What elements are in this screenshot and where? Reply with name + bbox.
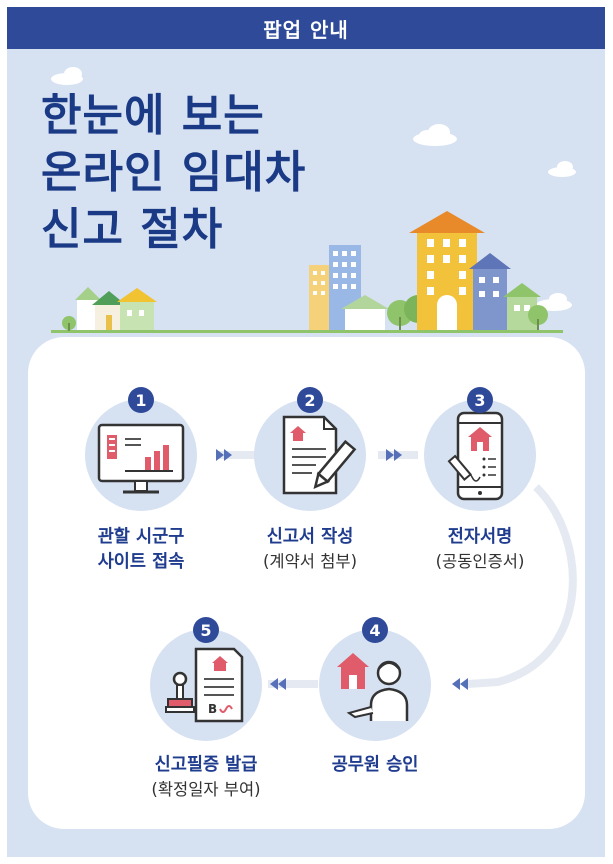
step-5-number: 5	[193, 617, 219, 643]
step-2-label: 신고서 작성	[266, 527, 354, 547]
step-2-circle	[254, 399, 366, 511]
step-3-sublabel: (공동인증서)	[435, 552, 525, 571]
step-4-label: 공무원 승인	[331, 755, 419, 775]
step-1-circle	[85, 399, 197, 511]
step-5-label: 신고필증 발급	[154, 755, 258, 775]
step-5-sublabel: (확정일자 부여)	[151, 780, 261, 799]
step-5-circle: B	[150, 629, 262, 741]
step-1-number: 1	[128, 387, 154, 413]
procedure-card: 1 관할 시군구 사이트 접속 2 신고서 작성	[28, 337, 585, 829]
step-3-number: 3	[467, 387, 493, 413]
svg-text:B: B	[208, 702, 217, 716]
computer-monitor-icon	[97, 423, 185, 494]
step-1-label: 관할 시군구 사이트 접속	[97, 527, 185, 572]
step-4-number: 4	[362, 617, 388, 643]
popup-header: 팝업 안내	[7, 7, 605, 49]
step-3-label: 전자서명	[447, 527, 513, 547]
smartphone-signature-icon	[447, 411, 504, 501]
official-house-icon	[337, 653, 409, 721]
arrow-icon	[216, 449, 468, 690]
stamp-certificate-icon: B	[165, 647, 244, 723]
step-4-circle	[319, 629, 431, 741]
flow-connector	[216, 449, 577, 690]
town-illustration	[51, 67, 576, 333]
main-title: 한눈에 보는 온라인 임대차 신고 절차	[41, 87, 306, 258]
title-line-3: 신고 절차	[41, 204, 224, 255]
title-line-2: 온라인 임대차	[41, 147, 307, 198]
step-2-number: 2	[297, 387, 323, 413]
popup-notice: 팝업 안내	[7, 7, 605, 857]
document-pen-icon	[282, 415, 357, 495]
step-3-circle	[424, 399, 536, 511]
title-line-1: 한눈에 보는	[41, 90, 265, 141]
step-2-sublabel: (계약서 첨부)	[262, 552, 358, 571]
